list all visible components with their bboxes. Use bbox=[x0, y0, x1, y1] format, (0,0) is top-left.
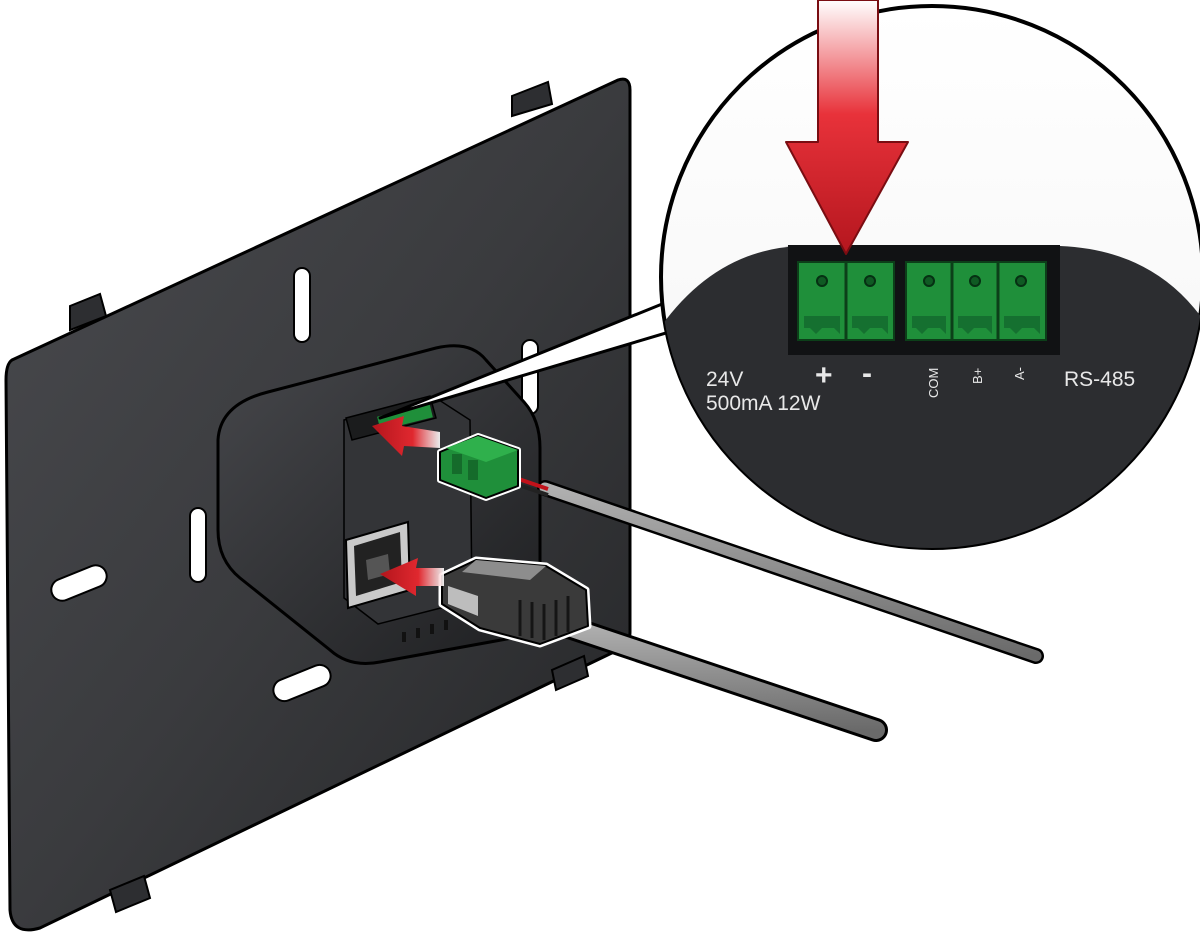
insert-arrow-rj45 bbox=[380, 558, 444, 596]
rj45-plug bbox=[438, 556, 592, 648]
power-terminal-block bbox=[797, 261, 895, 341]
slot-hole bbox=[272, 663, 332, 703]
b-plus-label: B+ bbox=[970, 368, 985, 384]
detail-magnifier: 24V 500mA 12W + - COM B+ A- RS-485 bbox=[659, 4, 1200, 550]
com-label: COM bbox=[926, 368, 941, 398]
power-rating-label: 500mA 12W bbox=[706, 392, 821, 415]
insert-arrow-terminal bbox=[372, 416, 440, 456]
rs485-label: RS-485 bbox=[1064, 368, 1135, 391]
green-terminal-plug bbox=[437, 433, 521, 501]
minus-label: - bbox=[862, 357, 872, 390]
rs485-terminal-block bbox=[905, 261, 1047, 341]
slot-hole bbox=[293, 267, 311, 343]
a-minus-label: A- bbox=[1012, 367, 1027, 380]
network-cable bbox=[548, 612, 888, 742]
slot-hole bbox=[50, 564, 108, 602]
slot-hole bbox=[189, 507, 207, 583]
big-down-arrow bbox=[785, 0, 909, 255]
voltage-label: 24V bbox=[706, 368, 743, 391]
plus-label: + bbox=[815, 359, 833, 392]
